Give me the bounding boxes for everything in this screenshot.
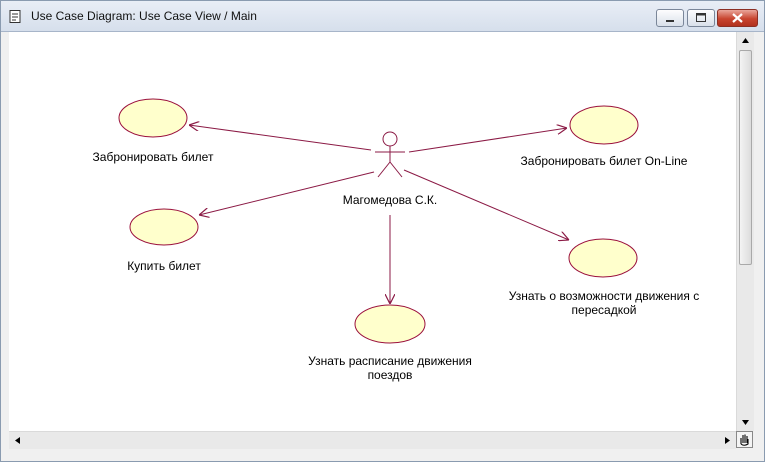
use-case-label-uc1[interactable]: Забронировать билет bbox=[92, 150, 214, 164]
use-case-label-uc3[interactable]: Купить билет bbox=[127, 259, 201, 273]
minimize-button[interactable] bbox=[656, 9, 684, 27]
association-uc2[interactable] bbox=[408, 128, 567, 153]
close-button[interactable] bbox=[717, 9, 758, 27]
use-case-uc1[interactable] bbox=[118, 98, 188, 138]
diagram-document-icon bbox=[9, 10, 21, 23]
scroll-up-button[interactable] bbox=[737, 32, 754, 49]
use-case-uc5[interactable] bbox=[354, 304, 426, 344]
actor-label[interactable]: Магомедова С.К. bbox=[342, 193, 438, 207]
arrow-right-icon bbox=[725, 437, 730, 444]
use-case-label-uc5[interactable]: Узнать расписание движения поездов bbox=[308, 354, 472, 382]
maximize-icon bbox=[696, 13, 706, 22]
association-uc4[interactable] bbox=[403, 169, 569, 240]
use-case-uc3[interactable] bbox=[129, 208, 199, 246]
arrow-down-icon bbox=[742, 420, 749, 425]
hand-icon bbox=[736, 431, 753, 448]
scroll-down-button[interactable] bbox=[737, 414, 754, 431]
title-bar[interactable]: Use Case Diagram: Use Case View / Main bbox=[1, 1, 764, 32]
vertical-scrollbar[interactable] bbox=[736, 32, 754, 431]
close-icon bbox=[732, 13, 743, 23]
actor-figure[interactable] bbox=[375, 131, 405, 178]
diagram-canvas[interactable]: Магомедова С.К. Забронировать билет Забр… bbox=[9, 32, 736, 431]
arrow-up-icon bbox=[742, 38, 749, 43]
association-uc3[interactable] bbox=[199, 171, 375, 215]
minimize-icon bbox=[666, 20, 674, 22]
use-case-uc4[interactable] bbox=[568, 238, 638, 278]
pan-hand-button[interactable] bbox=[736, 431, 753, 448]
arrow-left-icon bbox=[15, 437, 20, 444]
use-case-label-uc2[interactable]: Забронировать билет On-Line bbox=[520, 154, 688, 168]
diagram-drawing bbox=[118, 98, 639, 344]
maximize-button[interactable] bbox=[687, 9, 715, 27]
association-uc1[interactable] bbox=[189, 125, 372, 151]
scroll-left-button[interactable] bbox=[9, 432, 26, 449]
horizontal-scrollbar[interactable] bbox=[9, 431, 736, 449]
use-case-label-uc4[interactable]: Узнать о возможности движения с пересадк… bbox=[508, 289, 700, 317]
vertical-scroll-thumb[interactable] bbox=[739, 50, 752, 265]
window-title: Use Case Diagram: Use Case View / Main bbox=[31, 9, 257, 23]
use-case-uc2[interactable] bbox=[569, 105, 639, 145]
scroll-right-button[interactable] bbox=[719, 432, 736, 449]
